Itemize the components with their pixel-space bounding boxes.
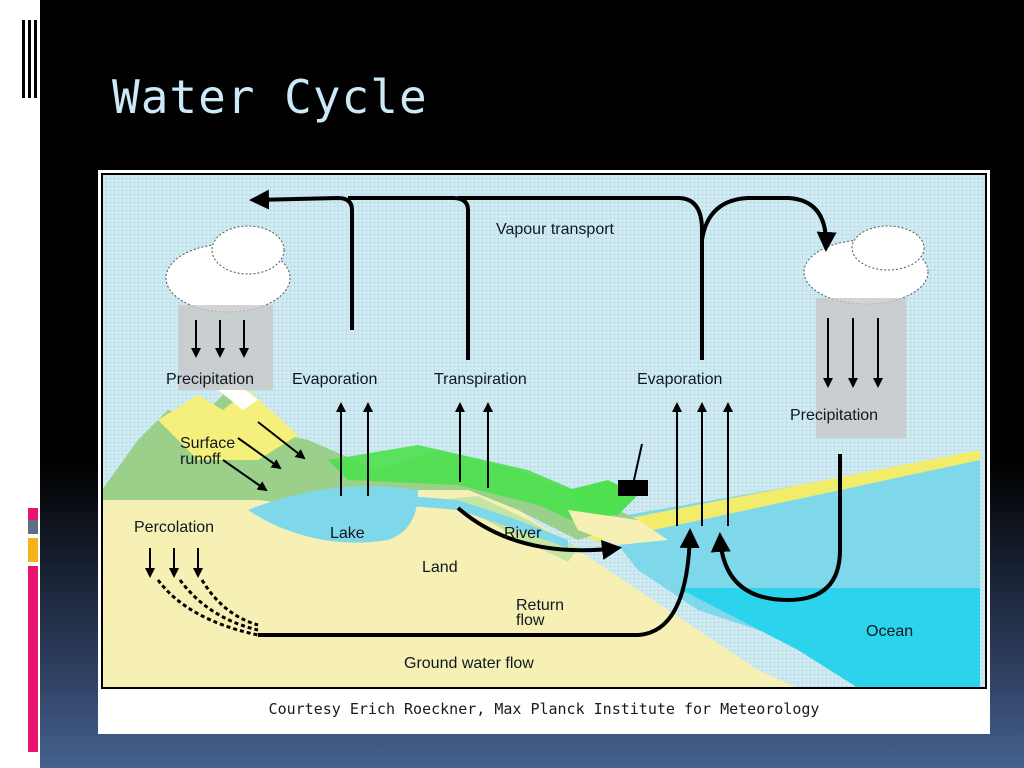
label-vapour-transport: Vapour transport <box>496 221 615 238</box>
label-percolation: Percolation <box>134 519 214 536</box>
label-return-flow-line1: Return <box>516 597 564 614</box>
label-return-flow-line2: flow <box>516 612 545 629</box>
accent-bar-pink <box>28 566 38 752</box>
vegetation <box>328 445 618 532</box>
percolation-dashes <box>156 579 259 637</box>
label-transpiration: Transpiration <box>434 371 527 388</box>
ocean-return-loop <box>710 454 842 603</box>
accent-bar-slate <box>28 520 38 534</box>
label-lake: Lake <box>330 525 365 542</box>
river-flow-arrow <box>456 506 622 560</box>
precipitation-arrows-right <box>823 318 883 388</box>
label-surface-runoff-line1: Surface <box>180 435 235 452</box>
label-evaporation-right: Evaporation <box>637 371 722 388</box>
rain-right <box>816 298 906 438</box>
lake-area <box>248 486 418 543</box>
land-area <box>102 490 798 688</box>
ground-water-flow-arrow <box>258 528 700 637</box>
evaporation-arrows-right <box>672 402 733 526</box>
water-cycle-diagram: Vapour transport Precipitation Evaporati… <box>98 170 990 734</box>
label-precipitation-right: Precipitation <box>790 407 878 424</box>
precipitation-arrows-left <box>191 320 249 358</box>
rain-left <box>178 305 273 390</box>
vapour-transport-arrows <box>249 189 837 360</box>
transpiration-arrows <box>455 402 493 488</box>
slide-decoration-icon <box>18 20 40 98</box>
page-title: Water Cycle <box>112 70 428 124</box>
evaporation-arrows-left <box>336 402 373 496</box>
label-river: River <box>504 525 542 542</box>
accent-bar-pink-top <box>28 508 38 522</box>
label-precipitation-left: Precipitation <box>166 371 254 388</box>
label-ocean: Ocean <box>866 623 913 640</box>
accent-bar-gold <box>28 538 38 562</box>
label-surface-runoff-line2: runoff <box>180 451 221 468</box>
left-accent-band <box>0 0 40 768</box>
diagram-credit: Courtesy Erich Roeckner, Max Planck Inst… <box>268 700 820 718</box>
boat-icon <box>618 443 648 496</box>
label-evaporation-left: Evaporation <box>292 371 377 388</box>
percolation-arrows <box>145 548 203 578</box>
label-land: Land <box>422 559 458 576</box>
river-channel <box>408 496 568 548</box>
label-ground-water-flow: Ground water flow <box>404 655 534 672</box>
surface-runoff-arrows <box>222 421 306 492</box>
